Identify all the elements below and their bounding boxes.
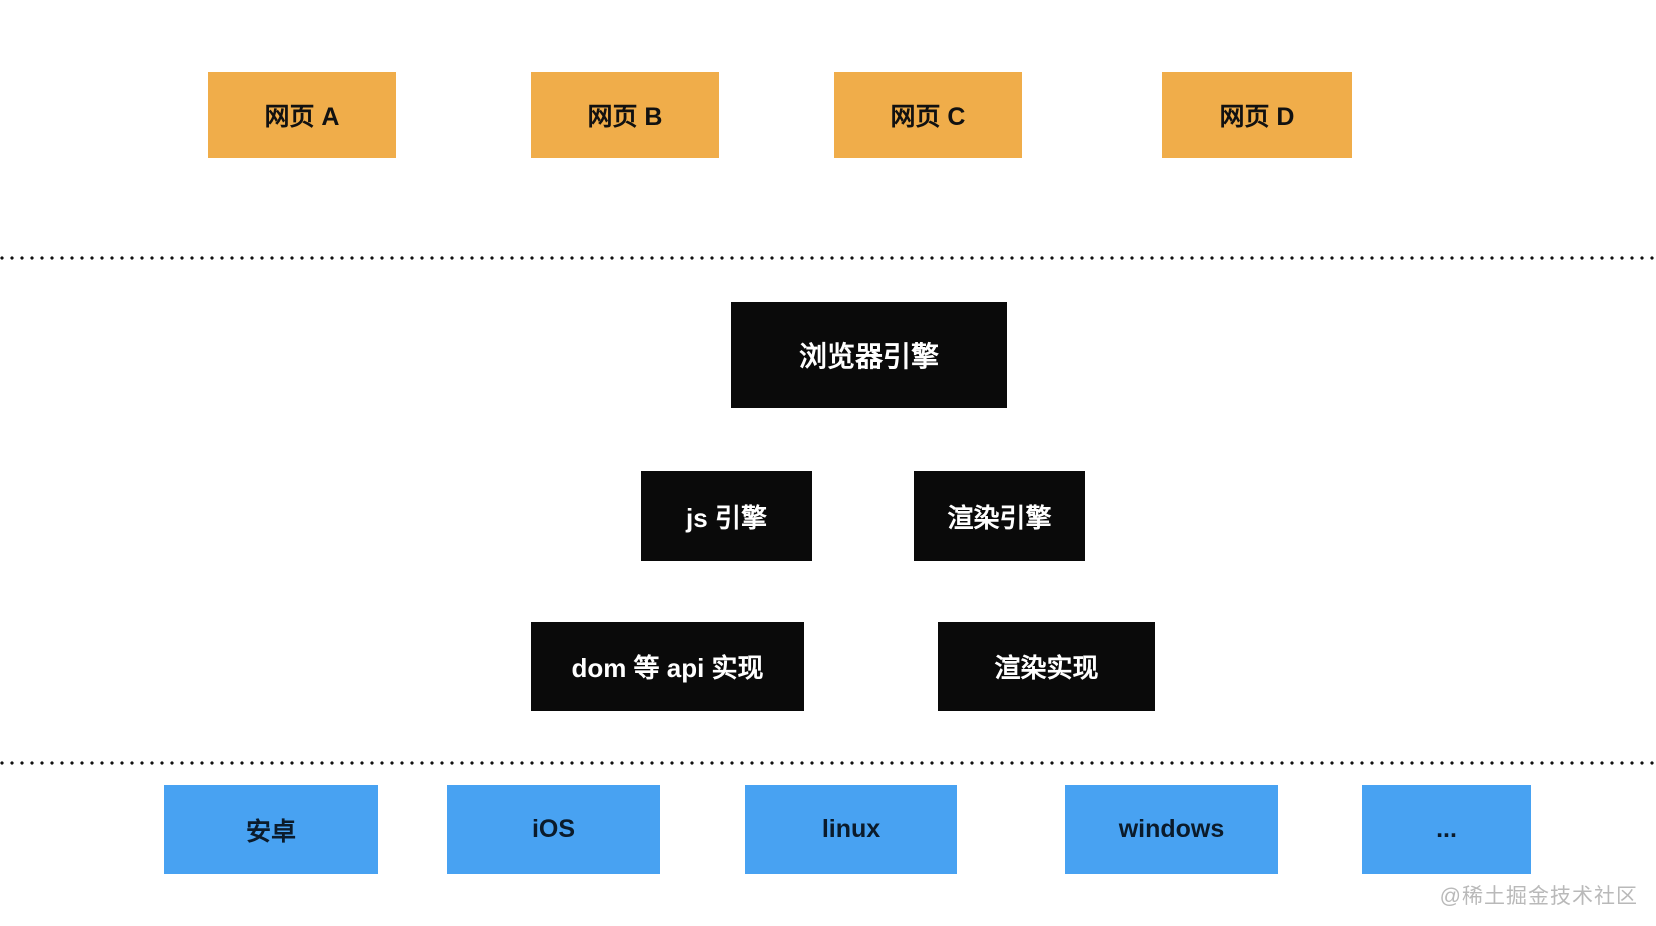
js-engine-box: js 引擎 xyxy=(641,471,812,561)
platform-windows-box: windows xyxy=(1065,785,1278,874)
webpage-c-box: 网页 C xyxy=(834,72,1022,158)
platform-more-box: ... xyxy=(1362,785,1531,874)
dotted-separator-bottom xyxy=(0,761,1656,765)
browser-engine-box: 浏览器引擎 xyxy=(731,302,1007,408)
juejin-watermark: @稀土掘金技术社区 xyxy=(1439,885,1638,908)
render-implementation-box: 渲染实现 xyxy=(938,622,1155,711)
platform-ios-box: iOS xyxy=(447,785,660,874)
dom-api-implementation-box: dom 等 api 实现 xyxy=(531,622,804,711)
webpage-b-box: 网页 B xyxy=(531,72,719,158)
webpage-a-box: 网页 A xyxy=(208,72,396,158)
dotted-separator-top xyxy=(0,256,1656,260)
render-engine-box: 渲染引擎 xyxy=(914,471,1085,561)
platform-android-box: 安卓 xyxy=(164,785,378,874)
platform-linux-box: linux xyxy=(745,785,957,874)
webpage-d-box: 网页 D xyxy=(1162,72,1352,158)
